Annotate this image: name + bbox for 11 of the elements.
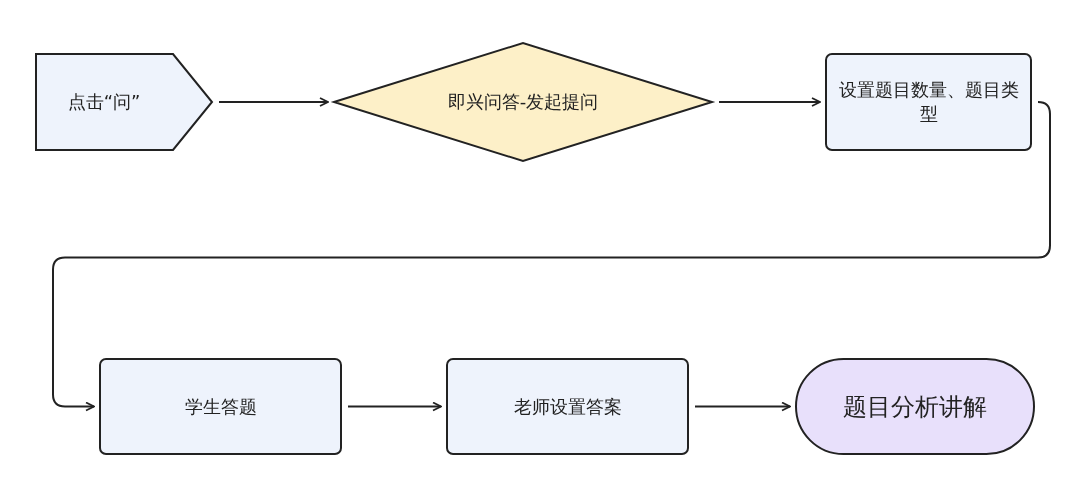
arrow <box>347 401 442 412</box>
decision-diamond: 即兴问答-发起提问 <box>333 42 713 162</box>
process-box: 设置题目数量、题目类型 <box>825 53 1032 151</box>
process-box: 老师设置答案 <box>446 358 689 455</box>
process-box: 学生答题 <box>99 358 342 455</box>
arrow <box>718 97 821 107</box>
terminal-box: 题目分析讲解 <box>795 358 1035 455</box>
arrow <box>218 97 329 107</box>
arrow <box>52 101 1051 412</box>
arrow <box>694 401 791 412</box>
pentagon-box: 点击“问” <box>35 53 213 151</box>
